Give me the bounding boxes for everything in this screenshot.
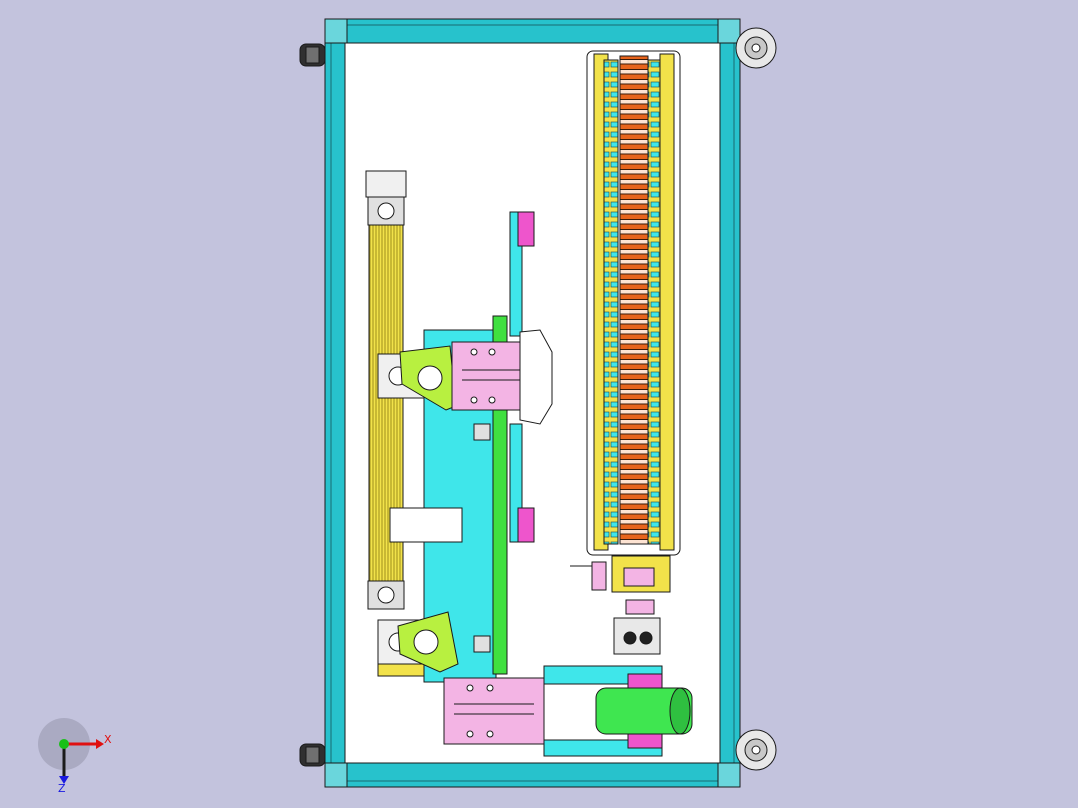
carriage-spacer-block [389,507,463,543]
caster-tl [299,43,326,67]
green-roller [595,687,693,735]
triad-x-label: X [104,733,112,746]
corner-bracket-br [717,762,741,788]
gripper-lower-stop-top [627,673,663,689]
gripper-lower-body [443,677,545,745]
gripper-lower [397,611,693,757]
triad-x-arrow [96,739,104,749]
feeder-sensor [591,561,607,591]
carriage-small-block-1 [473,423,491,441]
gripper-lower-stop-bottom [627,733,663,749]
gripper-upper-finger [519,329,553,425]
feeder-exit-pink [623,567,655,587]
guide-upper-magenta [517,211,535,247]
triad-z-arrow [59,776,69,784]
corner-bracket-tl [324,18,348,44]
carriage-small-block-2 [473,635,491,653]
feeder-left-teeth [603,59,619,545]
feeder-nozzle [625,599,655,615]
corner-bracket-bl [324,762,348,788]
axis-triad: X Z [38,718,112,795]
feeder-fixture [613,617,661,655]
module-top-motor [367,196,405,226]
triad-z-label: Z [58,782,66,795]
module-top-cap [365,170,407,198]
caster-tr [735,27,777,69]
module-base-foot [377,663,427,677]
feeder-right-rail [659,53,675,551]
feeder-ladder [619,55,649,545]
caster-br [735,729,777,771]
guide-lower-magenta [517,507,535,543]
frame-inner-line [330,24,735,782]
caster-bl [299,743,326,767]
corner-bracket-tr [717,18,741,44]
triad-y-dot [59,739,69,749]
gripper-upper [399,329,553,425]
caster-wheels [299,27,777,771]
feeder-track [570,50,681,655]
